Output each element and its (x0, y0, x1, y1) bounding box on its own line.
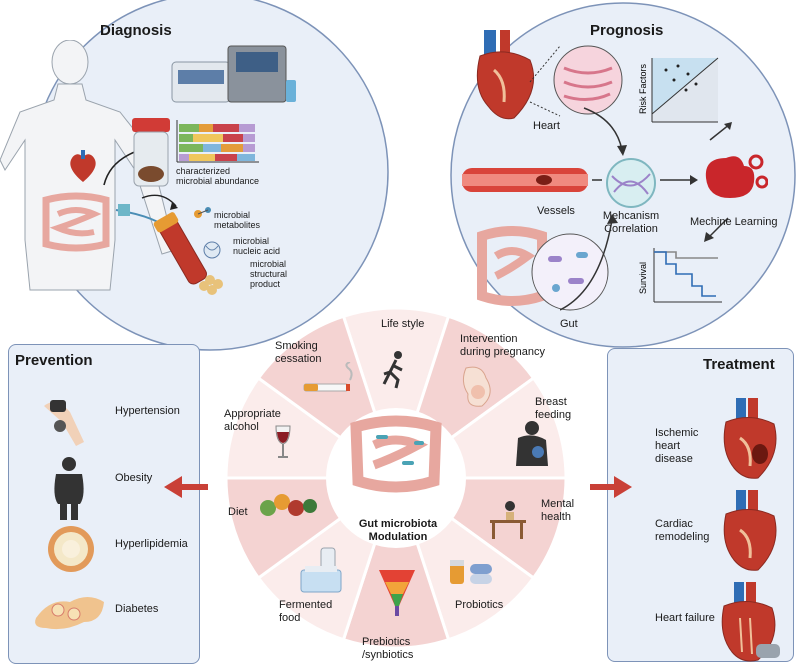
diet-vegetables-icon (260, 494, 317, 516)
fermented-food-icon (300, 547, 342, 593)
risk-factors-plot: Risk Factors (638, 57, 719, 123)
sequencer-machine-icon (171, 45, 296, 103)
right-arrow (590, 476, 632, 498)
mental-health-desk-icon (490, 501, 526, 539)
nucleic-acid-label: microbial nucleic acid (233, 236, 281, 256)
prevention-item-hyperlipidemia: Hyperlipidemia (115, 538, 188, 550)
obesity-icon (54, 457, 84, 520)
heart-tissue-zoom-icon (529, 45, 623, 117)
runner-icon (382, 351, 403, 389)
prognosis-title: Prognosis (590, 22, 664, 39)
prevention-panel (8, 344, 200, 664)
segment-smoking: Smoking cessation (275, 340, 322, 365)
body-intestine-icon (42, 192, 110, 252)
blood-vessel-icon (462, 168, 588, 192)
left-arrow (164, 476, 208, 498)
wheel-segment (341, 473, 451, 650)
abundance-label: characterized microbial abundance (176, 166, 260, 186)
prevention-item-diabetes: Diabetes (115, 603, 159, 615)
treatment-item-remodeling: Cardiac remodeling (655, 518, 710, 543)
gut-label: Gut (560, 318, 578, 330)
machine-learning-brain-icon (705, 154, 768, 198)
vessels-label: Vessels (537, 205, 575, 217)
probiotics-pills-icon (450, 560, 492, 584)
risk-factors-axis-label: Risk Factors (638, 63, 648, 114)
segment-fermented-food: Fermented food (279, 599, 333, 624)
segment-probiotics: Probiotics (455, 599, 504, 611)
segment-diet: Diet (228, 506, 248, 518)
segment-life-style: Life style (381, 318, 425, 330)
pancreas-icon (35, 597, 104, 630)
machine-learning-label: Mechine Learning (690, 216, 778, 228)
gut-microbiota-icon (477, 226, 609, 311)
diagnosis-title: Diagnosis (100, 22, 172, 39)
microbial-product-icons (194, 207, 223, 295)
treatment-item-ischemic: Ischemic heart disease (655, 427, 699, 465)
cardiac-remodeling-heart-icon (723, 490, 777, 571)
heart-label: Heart (533, 120, 560, 132)
heart-failure-heart-icon (721, 582, 780, 662)
blood-sample-tube-icon (115, 194, 207, 285)
blood-pressure-icon (44, 400, 84, 446)
artery-plaque-icon (48, 526, 94, 572)
breastfeeding-icon (516, 421, 548, 466)
segment-pregnancy: Intervention during pregnancy (460, 333, 546, 358)
center-title: Gut microbiota Modulation (358, 518, 438, 543)
wheel-segment (341, 306, 451, 483)
prognosis-flow-arrows (560, 107, 732, 311)
prevention-title: Prevention (15, 352, 93, 369)
mechanism-correlation-icon (606, 158, 656, 208)
prevention-item-hypertension: Hypertension (115, 405, 180, 417)
cigarette-icon (303, 362, 353, 392)
stool-sample-jar-icon (132, 118, 170, 187)
metabolites-label: microbial metabolites (214, 210, 261, 230)
segment-breast-feeding: Breast feeding (535, 396, 572, 421)
structural-product-label: microbial structural product (250, 259, 288, 289)
treatment-title: Treatment (703, 356, 775, 373)
segment-alcohol: Appropriate alcohol (224, 408, 281, 433)
microbial-abundance-chart (176, 120, 259, 163)
anatomical-heart-icon (476, 30, 535, 120)
ischemic-heart-icon (723, 398, 777, 479)
center-gut-icon (350, 415, 442, 493)
treatment-item-heart-failure: Heart failure (655, 612, 715, 624)
mechanism-label: Mehcanism Correlation (602, 210, 660, 235)
prevention-item-obesity: Obesity (115, 472, 153, 484)
survival-curve-plot: Survival (638, 248, 722, 303)
segment-prebiotics: Prebiotics /synbiotics (362, 636, 414, 661)
wine-glass-icon (275, 425, 291, 458)
pregnancy-icon (462, 366, 491, 407)
survival-axis-label: Survival (638, 262, 648, 294)
prebiotics-funnel-icon (379, 570, 415, 616)
segment-mental-health: Mental health (541, 498, 575, 523)
body-heart-icon (70, 150, 96, 182)
